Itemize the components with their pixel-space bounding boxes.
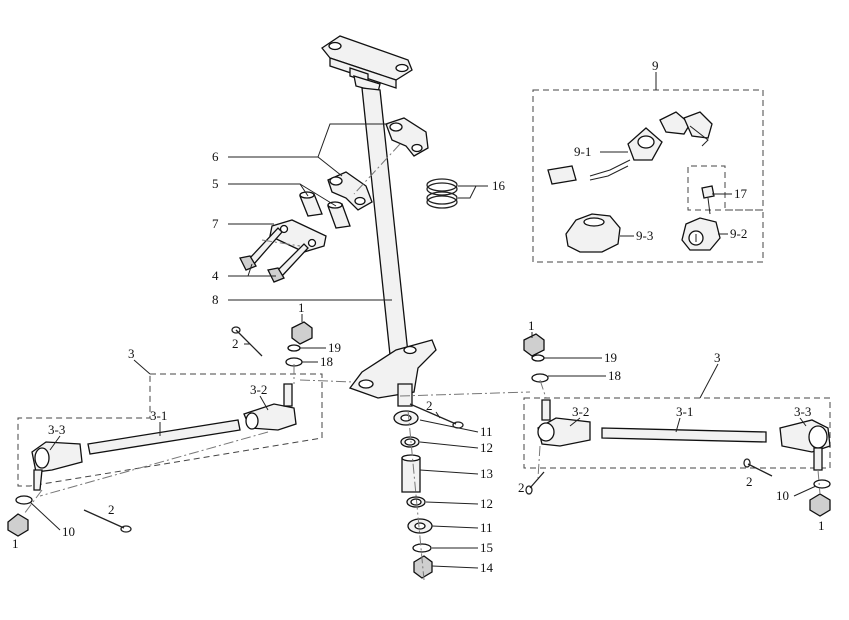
label-12-lower: 12	[480, 496, 493, 511]
label-7: 7	[212, 216, 219, 231]
label-1-left-bottom: 1	[12, 536, 19, 551]
label-3-1-left: 3-1	[150, 408, 167, 423]
label-18-right: 18	[608, 368, 621, 383]
left-tie-rod-group	[17, 373, 323, 487]
label-3-right: 3	[714, 350, 721, 365]
label-1-right-bottom: 1	[818, 518, 825, 533]
left-outer-rod-end-part	[31, 441, 83, 491]
label-17: 17	[734, 186, 748, 201]
label-13: 13	[480, 466, 493, 481]
label-15: 15	[480, 540, 493, 555]
screw-part	[701, 185, 715, 215]
left-rod-part	[87, 419, 241, 455]
label-10-right: 10	[776, 488, 789, 503]
label-19-left: 19	[328, 340, 341, 355]
label-2-right-lower: 2	[518, 480, 525, 495]
label-9-2: 9-2	[730, 226, 747, 241]
label-10-left: 10	[62, 524, 75, 539]
nut-part	[7, 321, 831, 537]
bolt-part	[239, 227, 309, 283]
label-3-3-left: 3-3	[48, 422, 65, 437]
column-holder-upper-part	[385, 117, 429, 157]
leader-lines	[29, 72, 817, 569]
label-9-3: 9-3	[636, 228, 653, 243]
label-2-left-top: 2	[232, 336, 239, 351]
right-outer-rod-end-part	[779, 419, 831, 471]
column-holder-lower-part	[327, 171, 373, 211]
callout-labels: 6 5 7 4 8 16 9 9-1 9-3 9-2 17 1 1 1 1 19…	[12, 58, 825, 575]
label-2-left-bottom: 2	[108, 502, 115, 517]
right-tie-rod-group	[523, 397, 831, 469]
label-3-3-right: 3-3	[794, 404, 811, 419]
ignition-kit-group	[532, 89, 764, 263]
label-8: 8	[212, 292, 219, 307]
key-part	[659, 111, 713, 147]
steering-column-part	[321, 35, 437, 407]
label-12-upper: 12	[480, 440, 493, 455]
label-3-1-right: 3-1	[676, 404, 693, 419]
label-3-left: 3	[128, 346, 135, 361]
label-11-upper: 11	[480, 424, 493, 439]
right-rod-part	[601, 427, 767, 443]
ignition-switch-part	[547, 127, 663, 185]
label-4: 4	[212, 268, 219, 283]
washer-part	[15, 344, 831, 505]
label-3-2-left: 3-2	[250, 382, 267, 397]
left-inner-rod-end-part	[243, 383, 297, 431]
label-1-left-top: 1	[298, 300, 305, 315]
label-19-right: 19	[604, 350, 617, 365]
label-2-center: 2	[426, 398, 433, 413]
label-3-2-right: 3-2	[572, 404, 589, 419]
lock-part	[681, 217, 721, 251]
label-5: 5	[212, 176, 219, 191]
bushing-part	[299, 191, 351, 229]
label-6: 6	[212, 149, 219, 164]
right-inner-rod-end-part	[537, 399, 591, 447]
label-9: 9	[652, 58, 659, 73]
center-lines	[23, 143, 821, 581]
label-18-left: 18	[320, 354, 333, 369]
label-9-1: 9-1	[574, 144, 591, 159]
label-1-right-top: 1	[528, 318, 535, 333]
switch-cover-part	[565, 213, 621, 253]
label-16: 16	[492, 178, 506, 193]
bearing-stack-part	[393, 410, 433, 579]
label-14: 14	[480, 560, 494, 575]
label-11-lower: 11	[480, 520, 493, 535]
ring-part	[426, 178, 458, 209]
label-2-right: 2	[746, 474, 753, 489]
